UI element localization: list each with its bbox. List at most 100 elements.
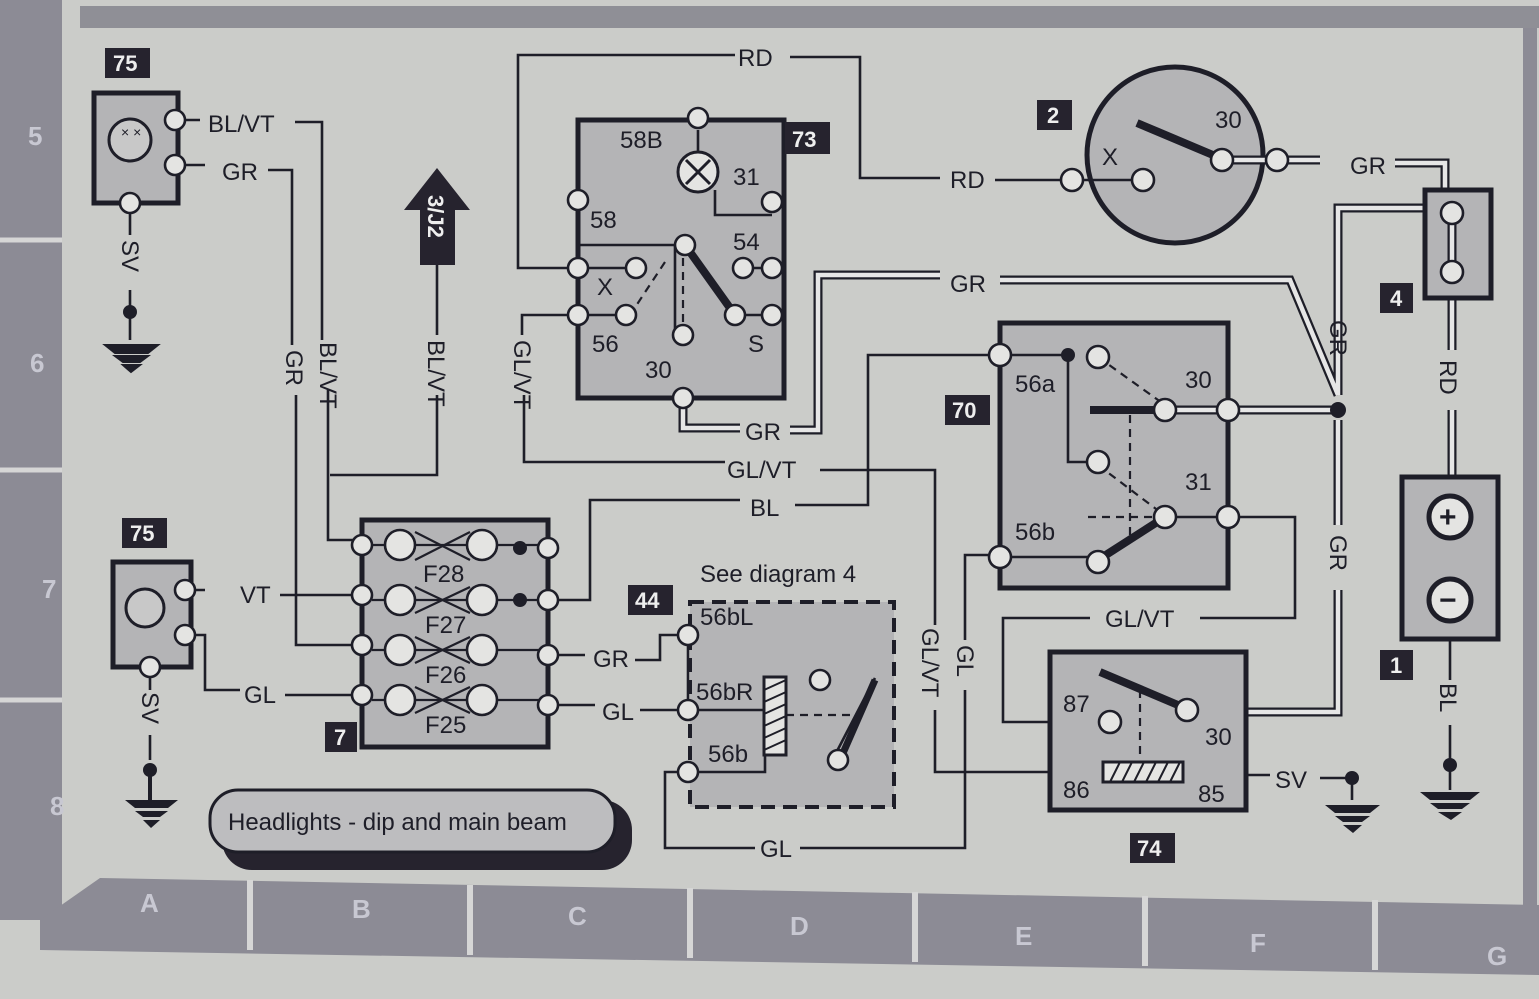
wire-label: GR (280, 350, 307, 386)
terminal-label: S (748, 331, 764, 358)
fuse-label: F28 (423, 561, 464, 588)
ground-symbol (102, 305, 161, 374)
ground-symbol (1325, 771, 1380, 833)
terminal-label: 31 (733, 164, 760, 191)
wire-label: GR (1324, 535, 1351, 571)
col-label: G (1487, 941, 1507, 971)
component-number: 2 (1047, 103, 1059, 128)
wire-label: BL/VT (314, 342, 341, 409)
col-label: C (568, 901, 587, 931)
wire-label: GL/VT (916, 628, 943, 698)
negative-terminal: − (1439, 584, 1457, 617)
headlight-relay-74: 87 30 86 85 74 (1047, 649, 1249, 863)
component-number: 7 (334, 725, 346, 750)
row-label: 6 (30, 348, 44, 378)
svg-text:× ×: × × (121, 124, 141, 140)
terminal-label: 30 (1185, 367, 1212, 394)
terminal-label: 86 (1063, 777, 1090, 804)
bulb-icon (107, 117, 153, 163)
row-label: 5 (28, 121, 42, 151)
wire-label: SV (136, 692, 163, 724)
terminal-label: 56bL (700, 604, 753, 631)
row-label: 7 (42, 574, 56, 604)
terminal-label: 30 (1215, 107, 1242, 134)
wire-label: GL (602, 699, 634, 726)
wire-label: SV (1275, 767, 1307, 794)
wire-label: RD (950, 167, 985, 194)
col-label: F (1250, 928, 1266, 958)
terminal-label: 58 (590, 207, 617, 234)
wire-label: BL (1434, 683, 1461, 712)
ground-symbol (125, 763, 178, 828)
fuse-label: F25 (425, 712, 466, 739)
wire-label: GR (1350, 153, 1386, 180)
col-label: A (140, 888, 159, 918)
arrow-label: 3/J2 (423, 195, 448, 238)
col-label: B (352, 894, 371, 924)
terminal-label: 56a (1015, 371, 1056, 398)
wire-label: GL (244, 682, 276, 709)
row-label: 8 (50, 791, 64, 821)
battery-1: + − 1 (1380, 474, 1501, 680)
terminal-label: 58B (620, 127, 663, 154)
fuse-label: F27 (425, 612, 466, 639)
see-diagram-note: See diagram 4 (700, 561, 856, 588)
positive-terminal: + (1439, 501, 1457, 534)
wire-label: RD (1434, 360, 1461, 395)
component-number: 75 (130, 521, 154, 546)
wire-label: GL (951, 645, 978, 677)
reference-arrow: 3/J2 (404, 168, 470, 265)
terminal-label: X (1102, 144, 1118, 171)
wire-label: GR (222, 159, 258, 186)
component-number: 73 (792, 127, 816, 152)
wire-label: GR (593, 646, 629, 673)
col-label: E (1015, 921, 1032, 951)
wire-label: GL (760, 836, 792, 863)
wire-labels: RD RD GR GR BL/VT GR SV BL/VT GR BL/VT G… (116, 45, 1461, 863)
component-number: 74 (1137, 836, 1162, 861)
terminal-label: 30 (1205, 724, 1232, 751)
wire-label: GR (950, 271, 986, 298)
wire-label: GL/VT (1105, 606, 1175, 633)
wire-label: GL/VT (727, 457, 797, 484)
wire-label: BL (750, 495, 779, 522)
terminal-label: 56b (708, 741, 748, 768)
wire-label: VT (240, 582, 271, 609)
component-number: 70 (952, 398, 976, 423)
terminal-label: 31 (1185, 469, 1212, 496)
wire-label: SV (116, 240, 143, 272)
col-label: D (790, 911, 809, 941)
bulb-icon (124, 587, 166, 629)
grid-frame: 5 6 7 8 A B C D E F G (0, 0, 1539, 975)
terminal-label: 56 (592, 331, 619, 358)
ignition-switch-2: 2 X 30 (1037, 64, 1290, 246)
headlamp-top: 75 × × (91, 48, 187, 215)
flash-relay-44: See diagram 4 44 56bL 56bR 56b (628, 561, 896, 809)
component-number: 4 (1390, 286, 1403, 311)
terminal-label: 30 (645, 357, 672, 384)
diagram-caption: Headlights - dip and main beam (208, 788, 632, 870)
caption-text: Headlights - dip and main beam (228, 809, 567, 836)
component-number: 44 (635, 588, 660, 613)
terminal-label: 56bR (696, 679, 753, 706)
terminal-label: X (597, 274, 613, 301)
light-switch-73: 73 58B 31 58 54 X 56 30 S (566, 106, 830, 410)
terminal-label: 87 (1063, 691, 1090, 718)
headlamp-bottom: 75 (110, 518, 197, 679)
wire-label: GR (1324, 320, 1351, 356)
component-number: 1 (1390, 653, 1402, 678)
terminal-label: 56b (1015, 519, 1055, 546)
wire-label: GR (745, 419, 781, 446)
dip-relay-70: 70 56a 30 31 56b (945, 320, 1346, 591)
terminal-label: 85 (1198, 781, 1225, 808)
wire-label: GL/VT (508, 340, 535, 410)
wire-label: BL/VT (208, 111, 275, 138)
wire-label: RD (738, 45, 773, 72)
fuse-box-7: F28 F27 F26 F25 7 (325, 517, 560, 752)
ground-symbol (1420, 758, 1480, 820)
component-number: 75 (113, 51, 137, 76)
terminal-label: 54 (733, 229, 760, 256)
wire-label: BL/VT (422, 340, 449, 407)
fuse-label: F26 (425, 662, 466, 689)
